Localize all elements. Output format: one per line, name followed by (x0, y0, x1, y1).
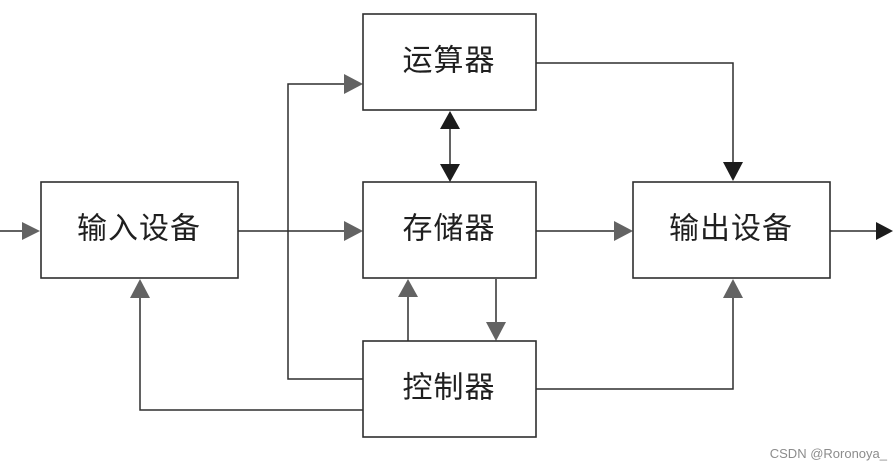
controller-label: 控制器 (403, 371, 496, 406)
controller-to-input-connector (130, 279, 363, 411)
controller-to-memory-connector (398, 279, 418, 341)
input-device-label: 输入设备 (77, 212, 201, 247)
output-device-label: 输出设备 (669, 212, 793, 247)
controller-to-arithmetic-connector (287, 74, 363, 380)
input-to-memory-connector (238, 221, 363, 241)
arithmetic-memory-connector (440, 111, 460, 182)
controller-to-output-connector (536, 279, 743, 390)
memory-node: 存储器 (362, 181, 537, 279)
memory-to-controller-connector (486, 279, 506, 341)
controller-node: 控制器 (362, 340, 537, 438)
memory-label: 存储器 (403, 212, 496, 247)
external-output-connector (830, 222, 893, 240)
external-input-connector (0, 222, 40, 240)
input-device-node: 输入设备 (40, 181, 239, 279)
arithmetic-unit-label: 运算器 (403, 44, 496, 79)
output-device-node: 输出设备 (632, 181, 831, 279)
watermark: CSDN @Roronoya_ (769, 446, 887, 461)
arithmetic-unit-node: 运算器 (362, 13, 537, 111)
arithmetic-to-output-connector (536, 62, 743, 181)
memory-to-output-connector (536, 221, 633, 241)
